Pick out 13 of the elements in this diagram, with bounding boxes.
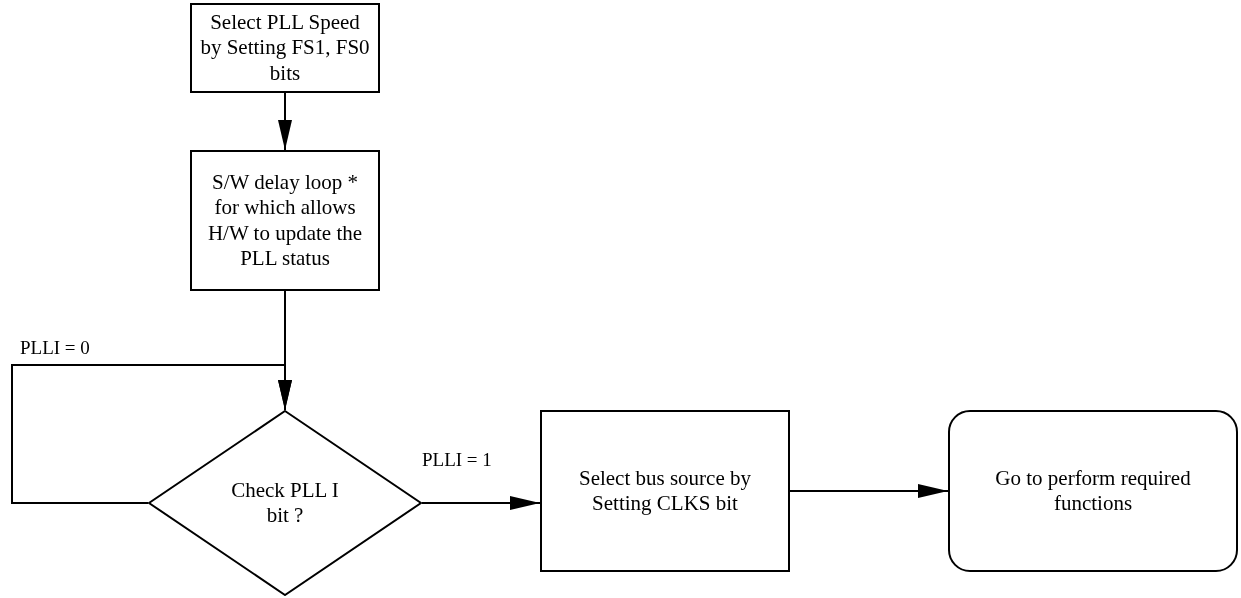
arrow — [421, 496, 541, 510]
process-box — [190, 3, 380, 93]
node-text: Go to perform required functions — [994, 465, 1192, 517]
node-text: Check PLL I bit ? — [230, 477, 340, 529]
node-text: Select PLL Speed by Setting FS1, FS0 bits — [200, 10, 370, 86]
terminal-box — [948, 410, 1238, 572]
arrow — [11, 364, 292, 504]
arrow — [278, 92, 292, 151]
node-text: Select bus source by Setting CLKS bit — [577, 465, 752, 517]
process-box — [190, 150, 380, 291]
arrow — [789, 484, 949, 498]
process-box — [540, 410, 790, 572]
node-text: S/W delay loop * for which allows H/W to update the PLL status — [206, 170, 364, 271]
